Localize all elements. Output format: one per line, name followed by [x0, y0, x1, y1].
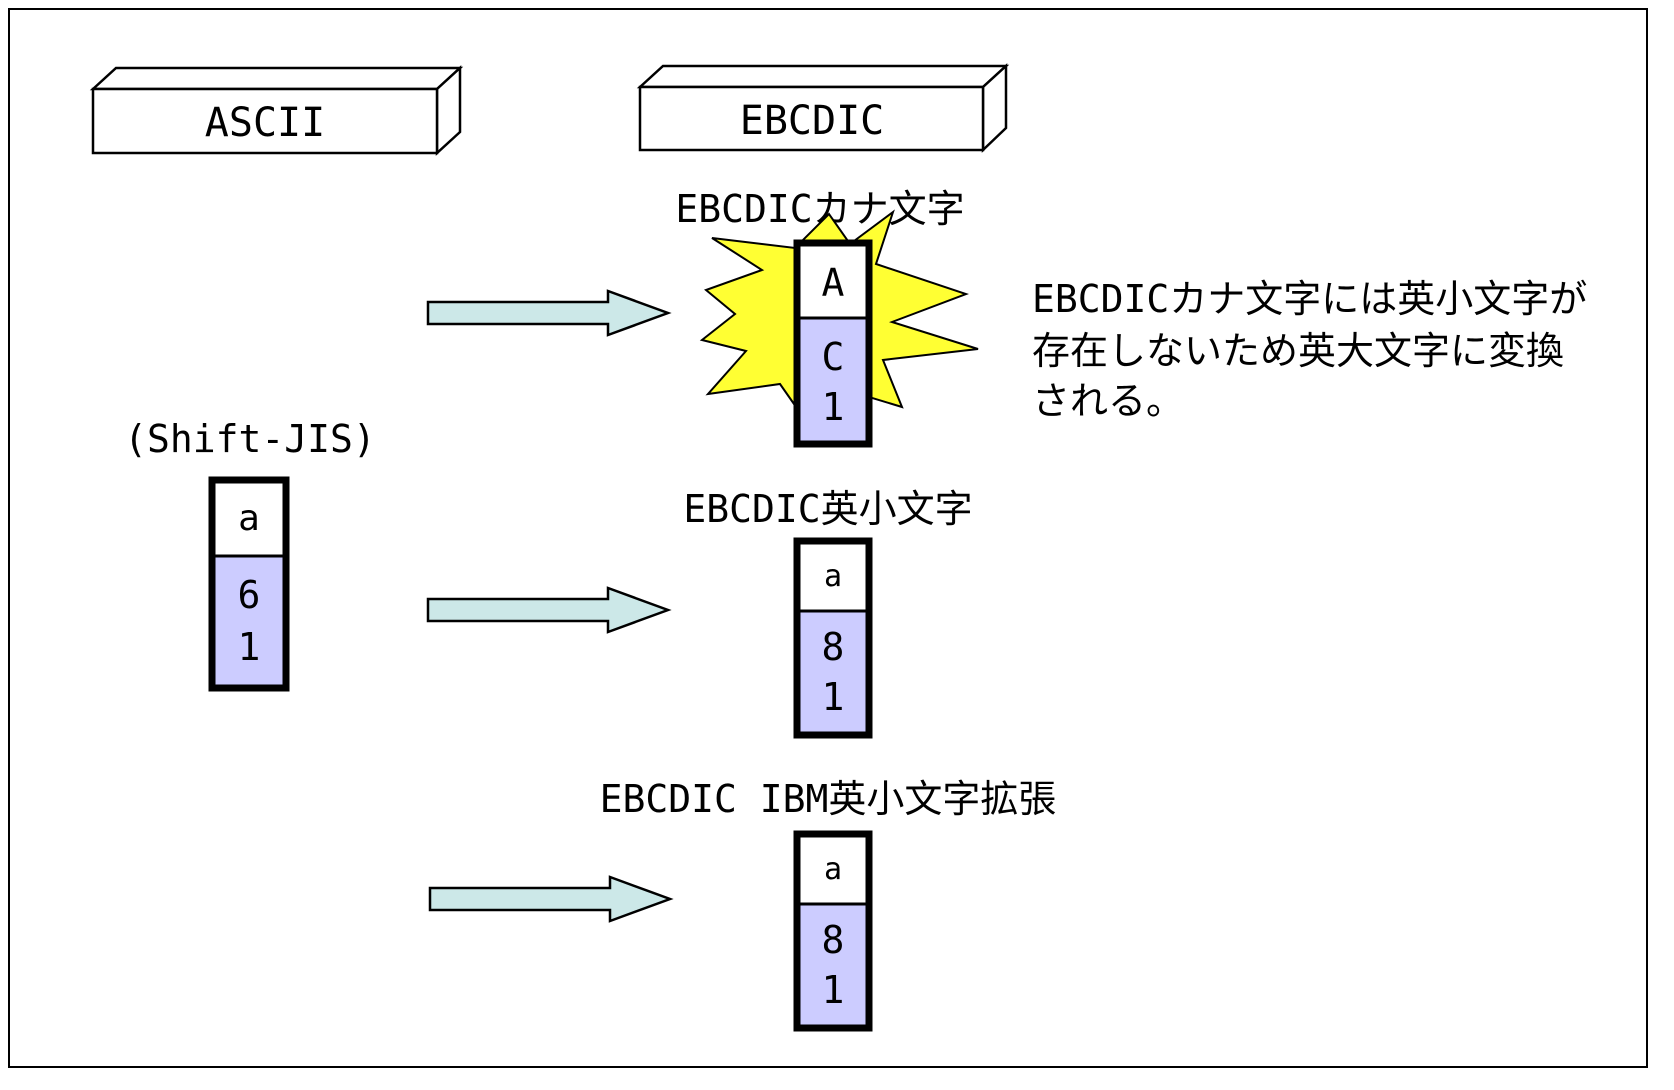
conversion-arrow-kana: [426, 289, 672, 337]
source-encoding-label: (Shift-JIS): [124, 417, 376, 461]
target-char-ibm-extension: a: [824, 852, 842, 887]
target-hex-low-ibm-extension: 1: [822, 968, 845, 1012]
target-code-column-ibm-extension: a 8 1: [793, 830, 873, 1032]
ebcdic-header-label: EBCDIC: [740, 98, 885, 144]
target-code-column-kana: A C 1: [793, 239, 873, 448]
target-hex-low-kana: 1: [822, 385, 845, 429]
conversion-arrow-lowercase: [426, 586, 672, 634]
target-title-ibm-extension: EBCDIC IBM英小文字拡張: [600, 777, 1057, 821]
note-line-2: 存在しないため英大文字に変換: [1032, 329, 1564, 373]
target-code-column-lowercase: a 8 1: [793, 537, 873, 739]
ascii-header-label: ASCII: [205, 100, 325, 146]
note-line-1: EBCDICカナ文字には英小文字が: [1032, 277, 1587, 321]
target-hex-high-lowercase: 8: [822, 625, 845, 669]
source-hex-high: 6: [238, 573, 261, 617]
source-hex-low: 1: [238, 625, 261, 669]
ebcdic-header-box: EBCDIC: [636, 63, 1010, 153]
target-char-kana: A: [822, 261, 845, 305]
target-char-lowercase: a: [824, 559, 842, 594]
target-hex-high-kana: C: [822, 335, 845, 379]
note-line-3: される。: [1032, 379, 1184, 423]
source-char: a: [238, 498, 260, 539]
ascii-header-box: ASCII: [89, 65, 464, 156]
target-hex-low-lowercase: 1: [822, 675, 845, 719]
target-title-lowercase: EBCDIC英小文字: [683, 487, 972, 531]
diagram-frame: [8, 8, 1648, 1068]
source-code-column: a 6 1: [208, 476, 290, 692]
target-hex-high-ibm-extension: 8: [822, 918, 845, 962]
conversion-arrow-ibm-extension: [428, 875, 674, 923]
